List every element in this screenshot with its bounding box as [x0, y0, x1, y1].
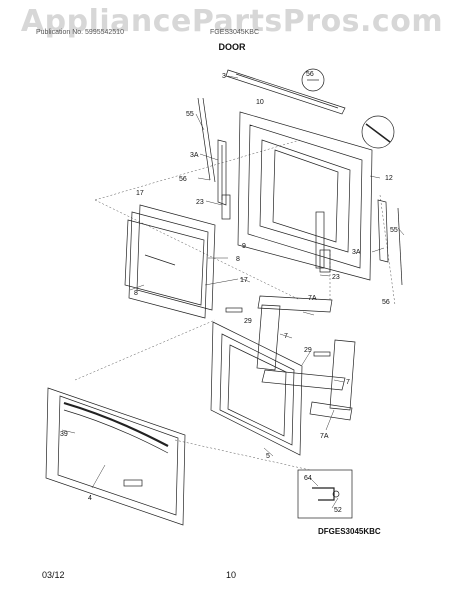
- hinge-pin-left: [225, 307, 243, 313]
- door-liner-window: [227, 344, 287, 437]
- door-liner-inner: [219, 333, 295, 446]
- glass-pane-front: [124, 219, 205, 306]
- gasket-left: [256, 304, 281, 371]
- left-hinge: [221, 194, 231, 220]
- glass-decal: [144, 254, 176, 266]
- callout-4: 4: [88, 495, 92, 502]
- gasket-right: [329, 339, 356, 411]
- callout-17-bottom: 17: [240, 277, 248, 284]
- callout-23-left: 23: [196, 199, 204, 206]
- gasket-bottom: [309, 401, 353, 421]
- callout-5: 5: [266, 453, 270, 460]
- left-hinge-channel: [217, 139, 227, 206]
- inner-door-window: [259, 139, 351, 253]
- callout-23-right: 23: [332, 274, 340, 281]
- callout-64: 64: [304, 475, 312, 482]
- callout-29-left: 29: [244, 318, 252, 325]
- gasket-middle: [261, 369, 346, 391]
- door-handle-underside: [63, 409, 169, 454]
- assembly-line: [174, 439, 311, 471]
- callout-39: 39: [60, 431, 68, 438]
- callout-10: 10: [256, 99, 264, 106]
- door-badge: [123, 479, 143, 487]
- gasket-top: [257, 295, 333, 313]
- bracket-icon: [312, 487, 335, 501]
- door-liner: [210, 321, 303, 456]
- callout-55-right: 55: [390, 227, 398, 234]
- bracket-inset-box: [297, 469, 353, 519]
- assembly-line: [94, 139, 301, 201]
- right-hinge-bracket: [319, 249, 331, 273]
- bracket-screw-icon: [332, 490, 340, 498]
- publication-number: Publication No. 5995542510: [36, 29, 124, 36]
- right-side-rail: [377, 199, 389, 263]
- footer-page-number: 10: [226, 570, 237, 580]
- callout-8-lower: 8: [134, 290, 138, 297]
- inner-door-frame: [237, 111, 373, 281]
- left-side-rail: [197, 97, 211, 181]
- left-side-rail-edge: [202, 97, 216, 183]
- callout-7-upper: 7: [284, 333, 288, 340]
- callout-52: 52: [334, 507, 342, 514]
- callout-56-right: 56: [382, 299, 390, 306]
- top-trim-part: [225, 69, 346, 115]
- assembly-line: [379, 194, 396, 306]
- outer-door-glass: [57, 395, 179, 516]
- callout-3: 3: [222, 73, 226, 80]
- section-title: DOOR: [218, 42, 246, 52]
- callout-8-upper: 8: [236, 256, 240, 263]
- callout-56-left: 56: [179, 176, 187, 183]
- outer-door-panel: [45, 387, 186, 526]
- top-trim-detail: [235, 73, 339, 109]
- callout-56-top: 56: [306, 71, 314, 78]
- callout-7a-top: 7A: [308, 295, 317, 302]
- callout-29-right: 29: [304, 347, 312, 354]
- screw-callout-circle: [301, 68, 325, 92]
- model-code: DFGES3045KBC: [318, 527, 381, 536]
- right-side-rail-edge: [397, 207, 403, 286]
- footer-date: 03/12: [42, 570, 65, 580]
- assembly-line: [74, 319, 216, 381]
- glass-pane-rear: [136, 204, 216, 311]
- callout-55-left: 55: [186, 111, 194, 118]
- callout-3a-right: 3A: [352, 249, 361, 256]
- callout-3a-left: 3A: [190, 152, 199, 159]
- watermark: AppliancePartsPros.com: [20, 4, 444, 39]
- hinge-pin-right: [313, 351, 331, 357]
- glass-pane-middle: [128, 211, 209, 319]
- inner-door-frame-edge: [247, 124, 363, 269]
- callout-7-lower: 7: [346, 379, 350, 386]
- tool-callout-circle: [361, 115, 395, 149]
- inner-door-window-glass: [272, 149, 339, 243]
- callout-12: 12: [385, 175, 393, 182]
- callout-17-top: 17: [136, 190, 144, 197]
- header-model: FGES3045KBC: [210, 29, 260, 36]
- callout-9: 9: [242, 243, 246, 250]
- callout-7a-bottom: 7A: [320, 433, 329, 440]
- door-handle: [63, 401, 169, 447]
- tool-icon: [365, 123, 391, 143]
